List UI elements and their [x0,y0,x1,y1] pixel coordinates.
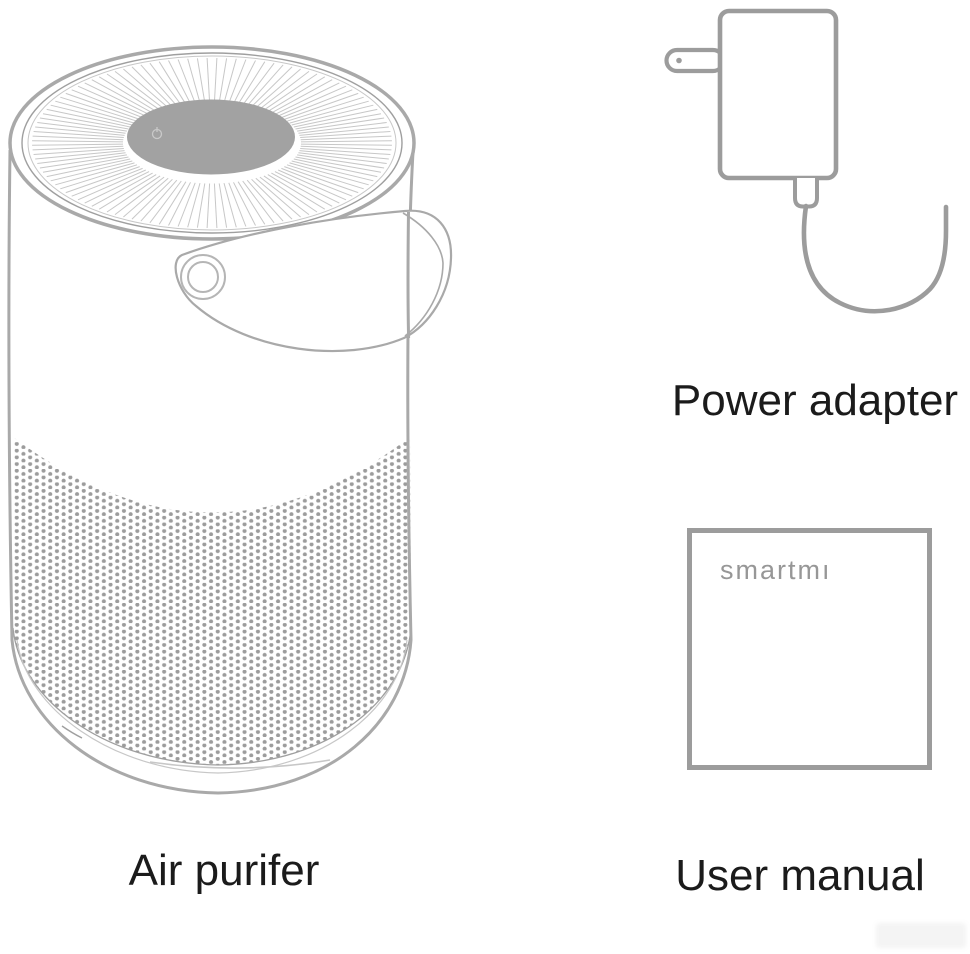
user-manual-illustration: smartmı [687,528,932,770]
plug-prong-icon [664,47,726,74]
top-grille [8,45,416,241]
carry-handle [174,209,453,353]
adapter-body [717,8,839,181]
power-cable [801,203,949,314]
power-adapter-caption: Power adapter [671,376,959,425]
user-manual-caption: User manual [675,851,925,900]
watermark [876,923,966,948]
top-control-panel [127,99,295,175]
power-adapter-illustration [664,8,949,314]
air-purifier-illustration [7,45,453,795]
cable-connector [793,178,819,209]
fan-slats [32,57,392,229]
mesh-dot-band [13,437,411,765]
power-icon [151,127,163,140]
air-purifier-caption: Air purifer [128,846,320,895]
smartmi-logo: smartmı [720,555,832,585]
base [12,627,412,774]
